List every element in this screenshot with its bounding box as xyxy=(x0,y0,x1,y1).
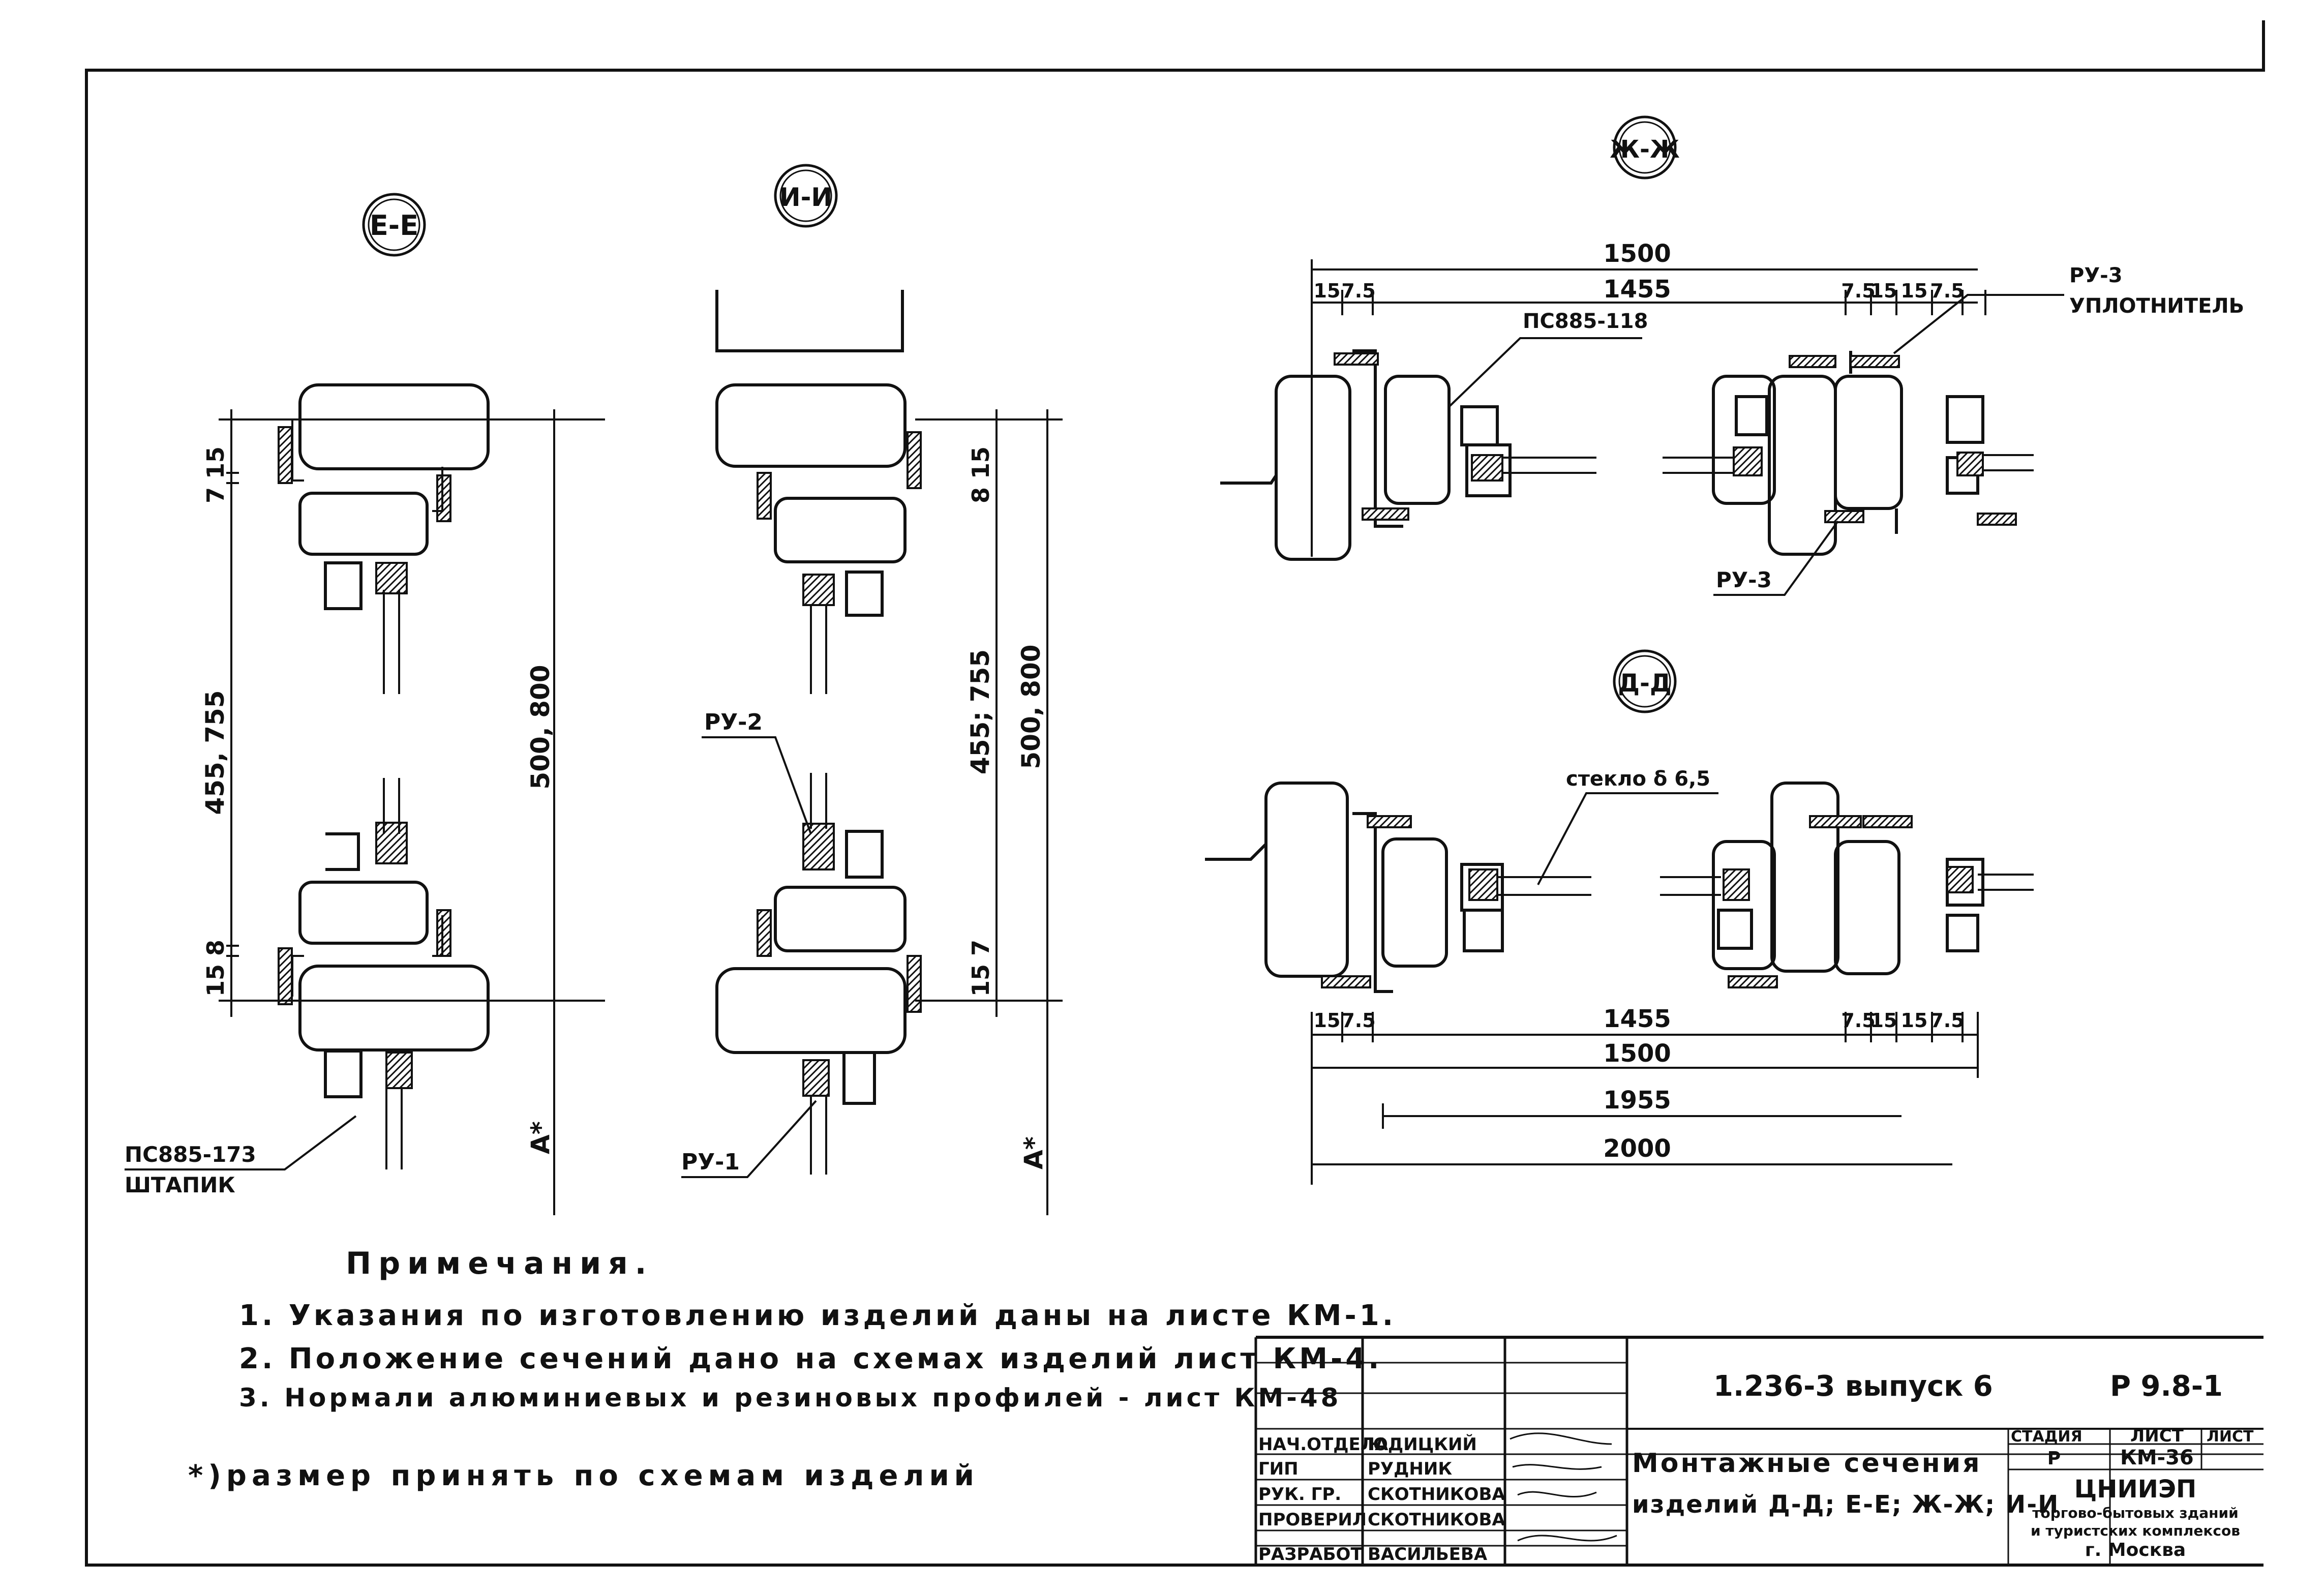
section-ii: И-И 8 15 xyxy=(681,164,1063,1215)
d-dim-75b: 7.5 xyxy=(1841,1009,1875,1032)
ee-dim-mid: 455, 755 xyxy=(200,690,230,815)
tb-name-1: РУДНИК xyxy=(1368,1459,1452,1479)
tb-org-3: и туристских комплексов xyxy=(2031,1522,2240,1539)
d-dim-75c: 7.5 xyxy=(1930,1009,1964,1032)
d-dim-15a: 15 xyxy=(1314,1009,1341,1032)
notes-heading: Примечания. xyxy=(346,1246,654,1281)
tb-name-3: СКОТНИКОВА xyxy=(1368,1510,1505,1530)
title-code: 1.236-3 выпуск 6 xyxy=(1713,1370,1993,1403)
section-ee: Е-Е xyxy=(125,193,605,1215)
section-ee-label: Е-Е xyxy=(370,209,418,242)
tb-name-4: ВАСИЛЬЕВА xyxy=(1368,1544,1488,1565)
title-block xyxy=(1254,1336,2263,1565)
callout-ru3-top: РУ-3 xyxy=(2069,264,2123,287)
section-dd: Д-Д xyxy=(1205,649,2034,1185)
ii-dim-bot: 15 7 xyxy=(967,940,994,997)
tb-role-1: ГИП xyxy=(1258,1459,1299,1479)
callout-shtapik: ШТАПИК xyxy=(125,1173,235,1197)
tb-role-0: НАЧ.ОТДЕЛА xyxy=(1258,1434,1389,1455)
tb-org-2: торгово-бытовых зданий xyxy=(2032,1505,2239,1521)
drawing-frame xyxy=(85,20,2265,1567)
ee-dim-bot: 15 8 xyxy=(202,940,229,997)
section-dd-label: Д-Д xyxy=(1618,669,1671,698)
tb-role-2: РУК. ГР. xyxy=(1258,1484,1341,1505)
tb-list-header: ЛИСТ xyxy=(2130,1426,2184,1446)
zh-dim-75c: 7.5 xyxy=(1930,280,1964,302)
title-line-1: Монтажные сечения xyxy=(1632,1448,1982,1479)
tb-name-0: ЮДИЦКИЙ xyxy=(1368,1434,1477,1455)
d-dim-1455: 1455 xyxy=(1603,1005,1671,1033)
section-ii-label: И-И xyxy=(779,183,832,212)
ii-dim-total: 500, 800 xyxy=(1016,644,1046,769)
tb-role-3: ПРОВЕРИЛ xyxy=(1258,1510,1367,1530)
tb-org-4: г. Москва xyxy=(2085,1540,2186,1560)
title-line-2: изделий Д-Д; Е-Е; Ж-Ж; И-И xyxy=(1632,1490,2059,1519)
zh-dim-15b: 15 xyxy=(1870,280,1897,302)
ee-a-star: A* xyxy=(526,1121,555,1154)
tb-role-4: РАЗРАБОТ xyxy=(1258,1544,1363,1565)
callout-uplotnitel: УПЛОТНИТЕЛЬ xyxy=(2069,294,2244,318)
tb-lists-header: ЛИСТ xyxy=(2207,1428,2254,1446)
tb-stage-header: СТАДИЯ xyxy=(2011,1428,2082,1446)
zh-dim-1500: 1500 xyxy=(1603,239,1671,268)
callout-ps885-118: ПС885-118 xyxy=(1523,310,1648,333)
callout-ru1: РУ-1 xyxy=(681,1149,740,1175)
zh-dim-75a: 7.5 xyxy=(1341,280,1375,302)
callout-ru3-bottom: РУ-3 xyxy=(1716,567,1772,592)
d-dim-75a: 7.5 xyxy=(1341,1009,1375,1032)
callout-ru2: РУ-2 xyxy=(704,709,763,735)
zh-dim-15c: 15 xyxy=(1901,280,1928,302)
d-dim-15c: 15 xyxy=(1901,1009,1928,1032)
ii-dim-mid: 455; 755 xyxy=(965,649,995,774)
callout-steklo: стекло δ 6,5 xyxy=(1566,767,1710,791)
title-sheet-ref: Р 9.8-1 xyxy=(2110,1370,2223,1403)
tb-name-2: СКОТНИКОВА xyxy=(1368,1484,1505,1505)
zh-dim-1455: 1455 xyxy=(1603,275,1671,304)
ii-dim-top: 8 15 xyxy=(967,446,994,503)
ee-dim-top: 7 15 xyxy=(202,446,229,503)
d-dim-15b: 15 xyxy=(1870,1009,1897,1032)
note-1: 1. Указания по изготовлению изделий даны… xyxy=(239,1299,1396,1332)
callout-ps885-173: ПС885-173 xyxy=(125,1142,256,1167)
tb-sheet: КМ-36 xyxy=(2120,1446,2194,1469)
section-zhzh: Ж-Ж 1500 1455 15 7.5 7.5 15 15 7.5 xyxy=(1220,115,2244,596)
d-dim-1500: 1500 xyxy=(1603,1039,1671,1068)
d-dim-1955: 1955 xyxy=(1603,1086,1671,1115)
footnote: *)размер принять по схемам изделий xyxy=(188,1459,979,1492)
tb-org-1: ЦНИИЭП xyxy=(2074,1475,2196,1504)
section-zhzh-label: Ж-Ж xyxy=(1610,135,1680,164)
note-2: 2. Положение сечений дано на схемах изде… xyxy=(239,1342,1382,1375)
tb-stage: Р xyxy=(2047,1448,2061,1469)
zh-dim-75b: 7.5 xyxy=(1841,280,1875,302)
ii-a-star: A* xyxy=(1019,1136,1048,1169)
note-3: 3. Нормали алюминиевых и резиновых профи… xyxy=(239,1383,1342,1413)
ee-dim-total: 500, 800 xyxy=(526,665,555,789)
d-dim-2000: 2000 xyxy=(1603,1134,1671,1163)
zh-dim-15a: 15 xyxy=(1314,280,1341,302)
